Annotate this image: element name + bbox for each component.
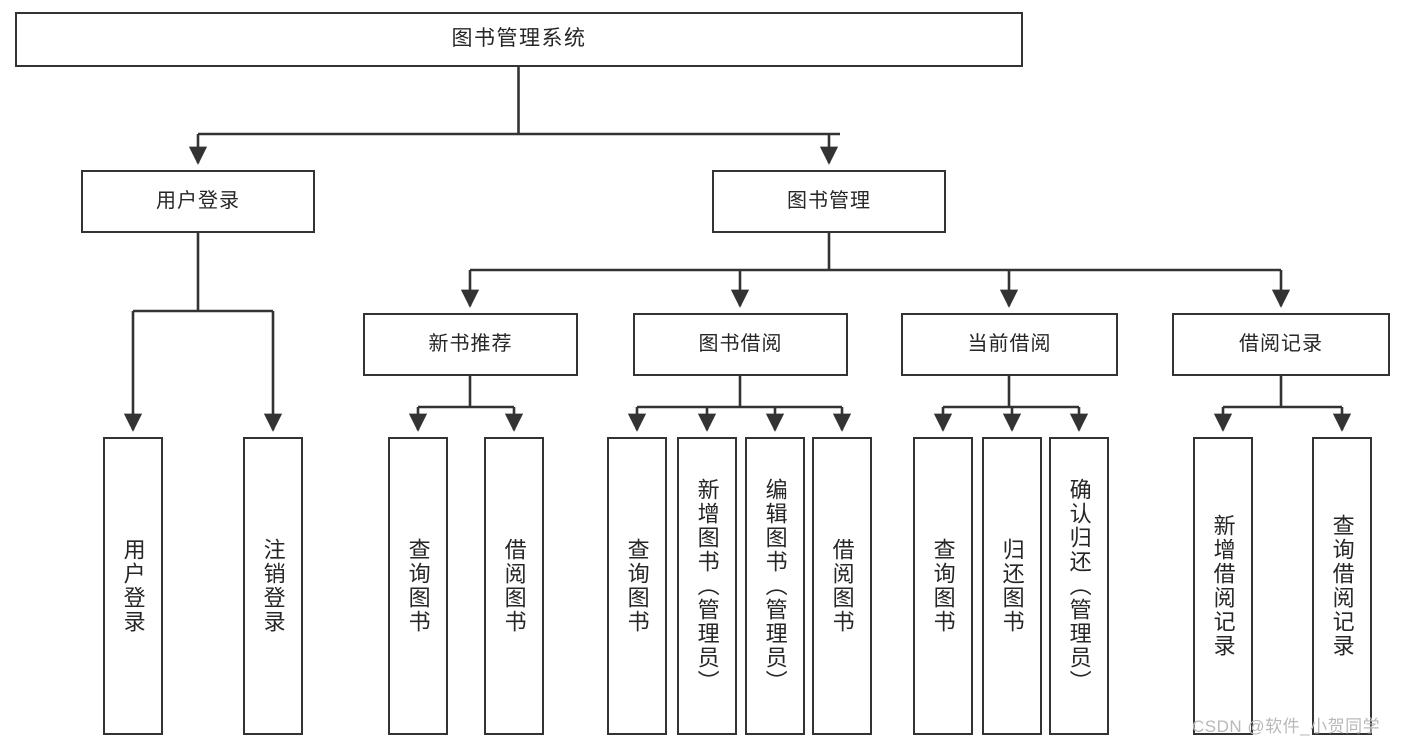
node-label: 用户登录 bbox=[156, 190, 240, 212]
node-label: 用户登录 bbox=[120, 538, 146, 634]
leaf-borrow-record-query-record[interactable]: 查询借阅记录 bbox=[1312, 437, 1372, 735]
node-book-borrow[interactable]: 图书借阅 bbox=[633, 313, 848, 376]
node-label: 图书管理系统 bbox=[451, 27, 587, 51]
node-label: 归还图书 bbox=[999, 538, 1025, 634]
leaf-new-book-query-book[interactable]: 查询图书 bbox=[388, 437, 448, 735]
leaf-new-book-borrow-book[interactable]: 借阅图书 bbox=[484, 437, 544, 735]
node-label: 查询借阅记录 bbox=[1329, 514, 1355, 658]
leaf-book-borrow-edit-book-admin[interactable]: 编辑图书（管理员） bbox=[745, 437, 805, 735]
node-label: 注销登录 bbox=[260, 538, 286, 634]
leaf-borrow-record-add-record[interactable]: 新增借阅记录 bbox=[1193, 437, 1253, 735]
leaf-current-borrow-query-book[interactable]: 查询图书 bbox=[913, 437, 973, 735]
node-user-login[interactable]: 用户登录 bbox=[81, 170, 315, 233]
node-book-management[interactable]: 图书管理 bbox=[712, 170, 946, 233]
leaf-user-login-login[interactable]: 用户登录 bbox=[103, 437, 163, 735]
node-label: 查询图书 bbox=[405, 538, 431, 634]
node-root-book-management-system[interactable]: 图书管理系统 bbox=[15, 12, 1023, 67]
node-label: 借阅图书 bbox=[829, 538, 855, 634]
csdn-watermark: CSDN @软件_小贺同学 bbox=[1192, 717, 1381, 736]
node-borrow-record[interactable]: 借阅记录 bbox=[1172, 313, 1390, 376]
leaf-book-borrow-query-book[interactable]: 查询图书 bbox=[607, 437, 667, 735]
node-label: 新书推荐 bbox=[428, 333, 513, 355]
node-label: 确认归还（管理员） bbox=[1066, 478, 1092, 694]
node-current-borrow[interactable]: 当前借阅 bbox=[901, 313, 1118, 376]
leaf-current-borrow-confirm-return-admin[interactable]: 确认归还（管理员） bbox=[1049, 437, 1109, 735]
node-label: 借阅图书 bbox=[501, 538, 527, 634]
leaf-book-borrow-borrow-book[interactable]: 借阅图书 bbox=[812, 437, 872, 735]
node-label: 查询图书 bbox=[624, 538, 650, 634]
leaf-book-borrow-add-book-admin[interactable]: 新增图书（管理员） bbox=[677, 437, 737, 735]
node-label: 查询图书 bbox=[930, 538, 956, 634]
node-label: 图书管理 bbox=[787, 190, 871, 212]
node-label: 新增图书（管理员） bbox=[694, 478, 720, 694]
node-label: 借阅记录 bbox=[1239, 333, 1323, 355]
node-label: 当前借阅 bbox=[967, 333, 1052, 355]
node-label: 图书借阅 bbox=[698, 333, 783, 355]
node-new-book-recommend[interactable]: 新书推荐 bbox=[363, 313, 578, 376]
leaf-user-login-logout[interactable]: 注销登录 bbox=[243, 437, 303, 735]
node-label: 新增借阅记录 bbox=[1210, 514, 1236, 658]
node-label: 编辑图书（管理员） bbox=[762, 478, 788, 694]
leaf-current-borrow-return-book[interactable]: 归还图书 bbox=[982, 437, 1042, 735]
